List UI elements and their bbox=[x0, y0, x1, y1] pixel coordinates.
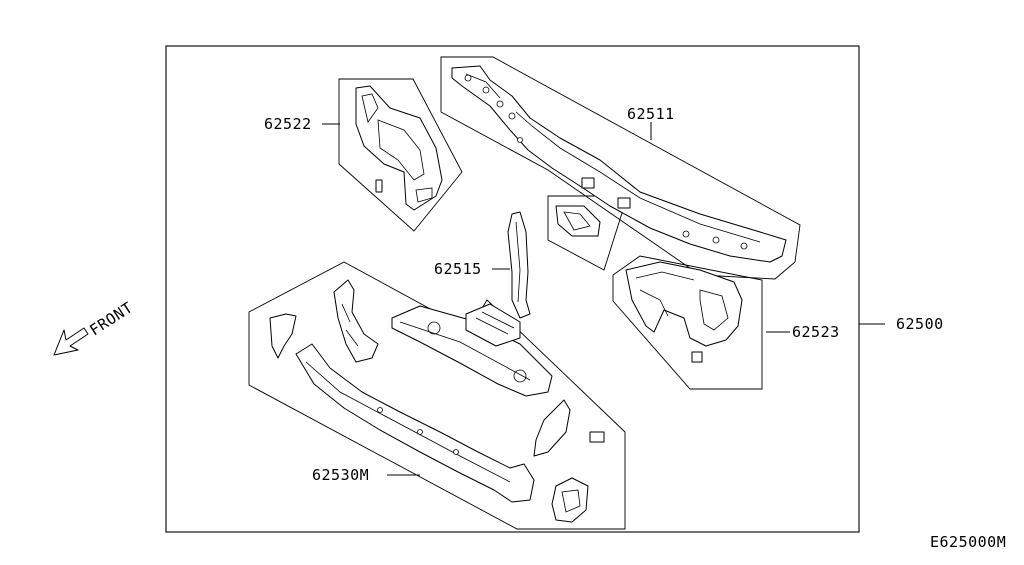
bracket-62523-detail bbox=[635, 271, 729, 331]
front-direction-indicator: FRONT bbox=[53, 298, 136, 356]
lower-support-left-upright bbox=[333, 279, 379, 363]
cross-member-detail bbox=[399, 311, 531, 381]
bracket-62522-detail bbox=[361, 93, 433, 203]
main-beam-hole-2 bbox=[417, 429, 423, 435]
hole-c bbox=[496, 100, 504, 108]
label-62523: 62523 bbox=[792, 323, 840, 341]
lower-support-main-beam bbox=[295, 343, 535, 503]
group-outline-62523 bbox=[612, 255, 763, 390]
bracket-62522-shape bbox=[355, 85, 443, 211]
hole-h bbox=[740, 242, 748, 250]
hole-g bbox=[712, 236, 720, 244]
upper-support-62511-rib bbox=[465, 73, 761, 243]
cross-member-hole-2 bbox=[513, 369, 527, 383]
hole-e bbox=[517, 137, 523, 143]
group-outline-62530M bbox=[248, 261, 626, 530]
label-62522: 62522 bbox=[264, 115, 312, 133]
upper-support-62511-tab-2 bbox=[617, 197, 631, 209]
main-beam-hole-3 bbox=[453, 449, 459, 455]
lower-support-clip bbox=[589, 431, 605, 443]
hole-a bbox=[464, 74, 472, 82]
bracket-62523-shape bbox=[625, 261, 743, 347]
right-stay-detail bbox=[561, 489, 581, 513]
center-stay-62515-shape bbox=[507, 211, 531, 319]
part-62530M-group[interactable] bbox=[248, 261, 626, 530]
assembly-frame bbox=[165, 45, 860, 533]
main-beam-rib bbox=[305, 361, 511, 483]
group-outline-62522 bbox=[338, 78, 463, 232]
upper-support-62511-sub-detail bbox=[563, 211, 591, 231]
bracket-62523-clip bbox=[691, 351, 703, 363]
lower-support-right-bracket bbox=[533, 399, 571, 457]
front-label: FRONT bbox=[86, 298, 136, 339]
main-beam-hole-1 bbox=[377, 407, 383, 413]
upper-support-62511-sub-bracket bbox=[555, 205, 601, 237]
group-outline-62511 bbox=[440, 56, 801, 280]
lower-support-plate bbox=[465, 303, 521, 347]
part-62523-group[interactable] bbox=[612, 255, 763, 390]
bracket-62522-clip bbox=[375, 179, 383, 193]
hole-f bbox=[682, 230, 690, 238]
label-62500: 62500 bbox=[896, 315, 944, 333]
lower-support-right-stay bbox=[551, 477, 589, 523]
left-upright-detail bbox=[341, 303, 359, 347]
center-stay-62515-rib bbox=[515, 221, 521, 303]
diagram-code: E625000M bbox=[930, 533, 1006, 551]
lower-support-side-bracket-left bbox=[269, 313, 297, 359]
hole-b bbox=[482, 86, 490, 94]
part-62522-group[interactable] bbox=[338, 78, 463, 232]
front-arrow-icon bbox=[53, 327, 89, 356]
label-62511: 62511 bbox=[627, 105, 675, 123]
hole-d bbox=[508, 112, 516, 120]
part-62515-group[interactable] bbox=[507, 211, 531, 319]
label-62515: 62515 bbox=[434, 260, 482, 278]
part-62511-group[interactable] bbox=[440, 56, 801, 280]
cross-member-hole-1 bbox=[427, 321, 441, 335]
upper-support-62511-shape bbox=[451, 65, 787, 263]
upper-support-62511-tab-1 bbox=[581, 177, 595, 189]
label-62530M: 62530M bbox=[312, 466, 369, 484]
